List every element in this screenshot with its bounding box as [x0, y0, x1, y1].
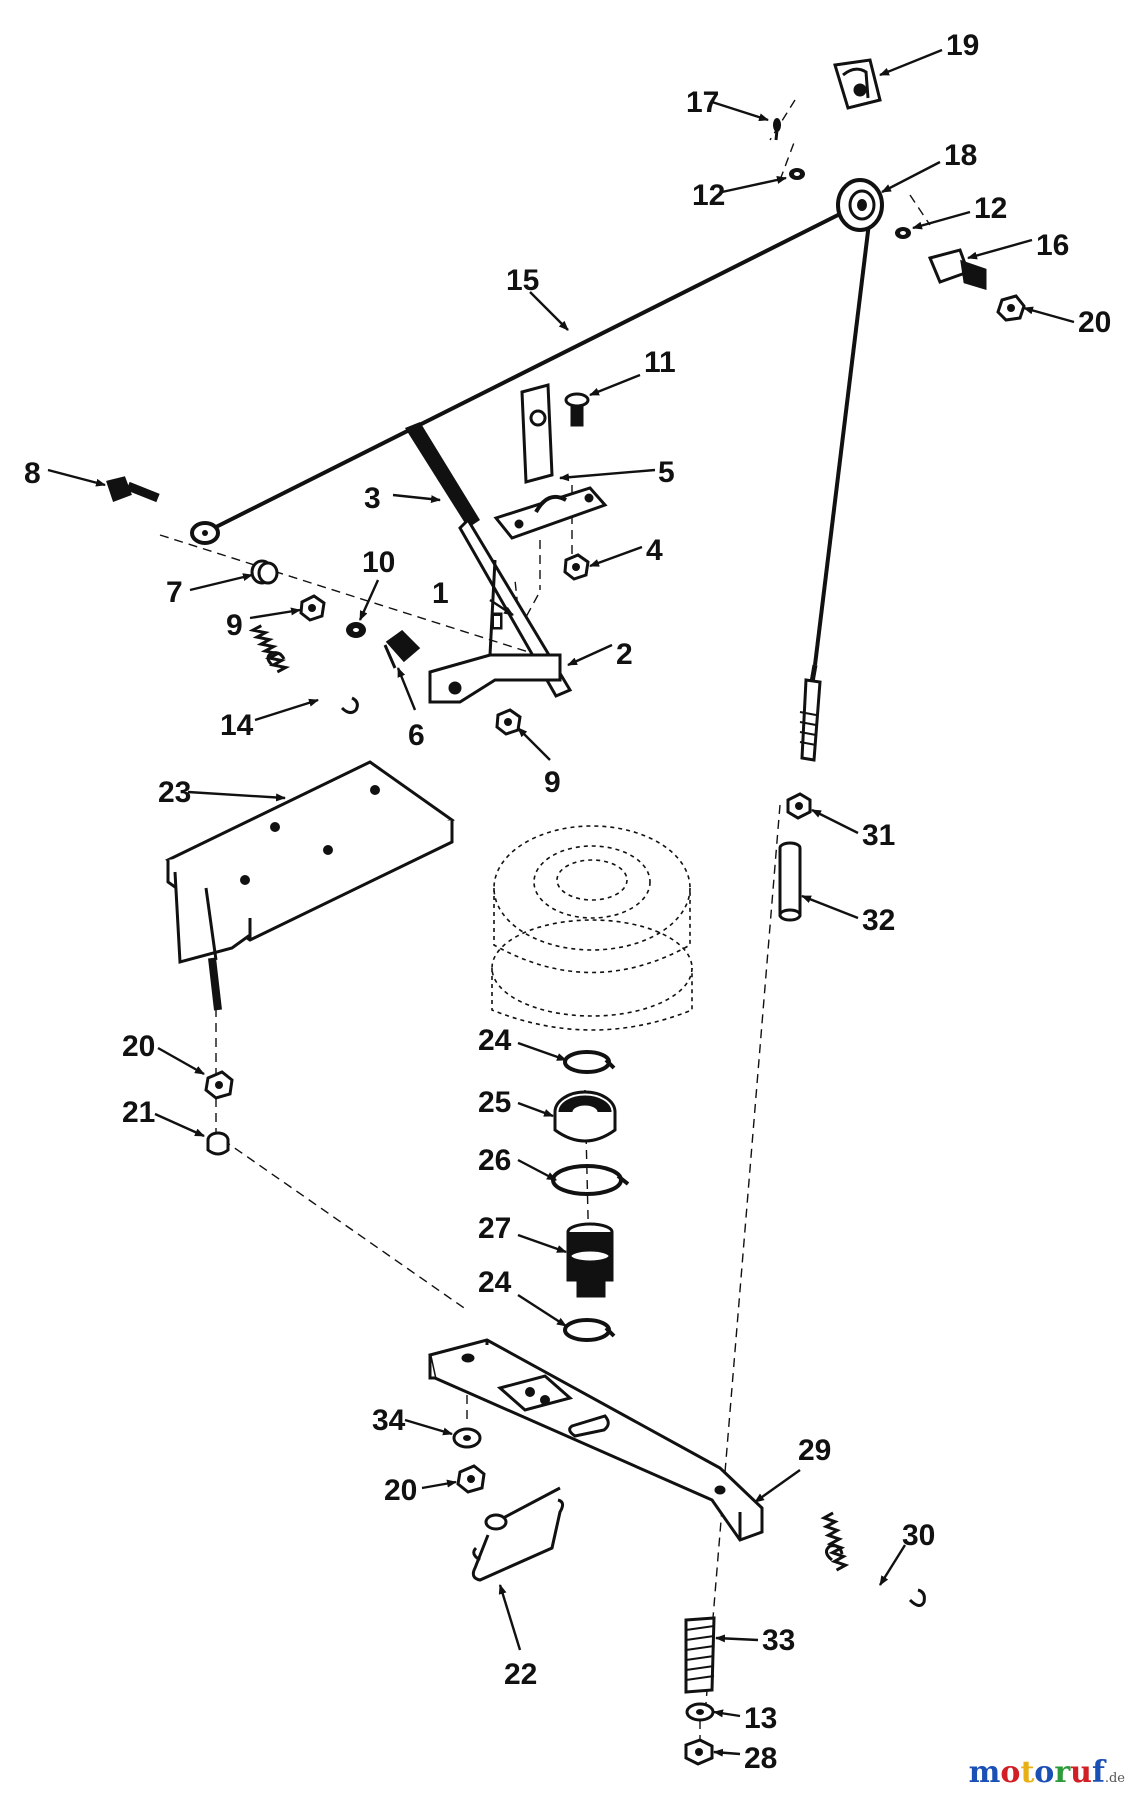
nut-31 [786, 792, 812, 820]
label-9-lower: 9 [544, 766, 561, 799]
label-11: 11 [644, 346, 676, 379]
watermark-letter: u [1070, 1755, 1092, 1790]
nut-20-left [204, 1070, 234, 1100]
label-15: 15 [506, 264, 539, 297]
label-33: 33 [762, 1624, 795, 1657]
nut-28 [684, 1738, 714, 1766]
idler-arm-29 [428, 1338, 764, 1542]
pin-17 [773, 118, 781, 141]
label-26: 26 [478, 1144, 511, 1177]
nut-4 [563, 553, 590, 581]
hub-27 [566, 1222, 614, 1298]
cable-end [799, 678, 822, 762]
label-24-upper: 24 [478, 1024, 512, 1057]
mounting-plate-23 [165, 760, 455, 1011]
washer-34 [452, 1427, 482, 1449]
spacer-21 [206, 1131, 230, 1156]
label-2: 2 [616, 638, 633, 671]
label-8: 8 [24, 457, 41, 490]
label-12-right: 12 [974, 192, 1007, 225]
nut-9-upper [299, 594, 326, 622]
pin-1 [492, 614, 502, 629]
snap-ring-24-upper [563, 1050, 616, 1074]
pulley-outline [491, 825, 693, 1031]
label-22: 22 [504, 1658, 537, 1691]
washer-10 [346, 622, 366, 638]
shaft-16 [927, 248, 987, 291]
washers-12 [789, 168, 911, 239]
watermark-letter: m [968, 1755, 1001, 1790]
label-18: 18 [944, 139, 977, 172]
clip-6 [383, 630, 421, 669]
snap-ring-24-lower [563, 1318, 616, 1342]
spring-33 [684, 1616, 716, 1694]
label-28: 28 [744, 1742, 777, 1775]
label-16: 16 [1036, 229, 1069, 262]
label-20-left: 20 [122, 1030, 155, 1063]
watermark-letter: t [1020, 1755, 1035, 1790]
label-23: 23 [158, 776, 191, 809]
part-labels: 1 2 3 4 5 6 7 8 9 9 10 11 12 12 13 14 15… [24, 29, 1111, 1775]
label-25: 25 [478, 1086, 511, 1119]
label-24-lower: 24 [478, 1266, 512, 1299]
label-13: 13 [744, 1702, 777, 1735]
nut-20-top [996, 294, 1026, 322]
handle-lever-3 [405, 422, 573, 698]
spring-30 [820, 1511, 926, 1607]
bearing-25 [553, 1090, 617, 1143]
rod-22 [471, 1486, 565, 1582]
label-20-top: 20 [1078, 306, 1111, 339]
cable-eye-7 [190, 521, 220, 545]
bracket-19 [833, 58, 882, 110]
pulley-18 [836, 178, 884, 232]
label-10: 10 [362, 546, 395, 579]
snap-ring-26 [551, 1164, 630, 1196]
watermark-logo: motoruf.de [969, 1755, 1125, 1790]
label-1: 1 [432, 577, 449, 610]
label-34: 34 [372, 1404, 406, 1437]
nut-20-lower [456, 1464, 486, 1494]
bolt-11 [564, 392, 590, 427]
washer-13 [685, 1702, 715, 1722]
label-20-lower: 20 [384, 1474, 417, 1507]
watermark-letter: r [1054, 1755, 1071, 1790]
label-17: 17 [686, 86, 719, 119]
label-32: 32 [862, 904, 895, 937]
watermark-letter: o [1000, 1755, 1021, 1790]
label-14: 14 [220, 709, 254, 742]
label-31: 31 [862, 819, 895, 852]
label-21: 21 [122, 1096, 155, 1129]
label-4: 4 [646, 534, 663, 567]
spacer-7 [250, 559, 279, 585]
bolt-8 [106, 476, 160, 503]
watermark-domain: .de [1104, 1771, 1125, 1786]
watermark-letter: f [1091, 1755, 1105, 1790]
nut-9-lower [495, 708, 522, 736]
label-30: 30 [902, 1519, 935, 1552]
spring-14 [248, 624, 359, 715]
label-9-upper: 9 [226, 609, 243, 642]
bracket-5 [493, 383, 608, 540]
label-19: 19 [946, 29, 979, 62]
callout-arrows [47, 48, 1075, 1757]
label-29: 29 [798, 1434, 831, 1467]
arm-2 [428, 559, 562, 704]
label-6: 6 [408, 719, 425, 752]
sleeve-32 [778, 841, 802, 922]
watermark-letter: o [1034, 1755, 1055, 1790]
label-27: 27 [478, 1212, 511, 1245]
label-7: 7 [166, 576, 183, 609]
label-5: 5 [658, 456, 675, 489]
label-3: 3 [364, 482, 381, 515]
label-12-left: 12 [692, 179, 725, 212]
